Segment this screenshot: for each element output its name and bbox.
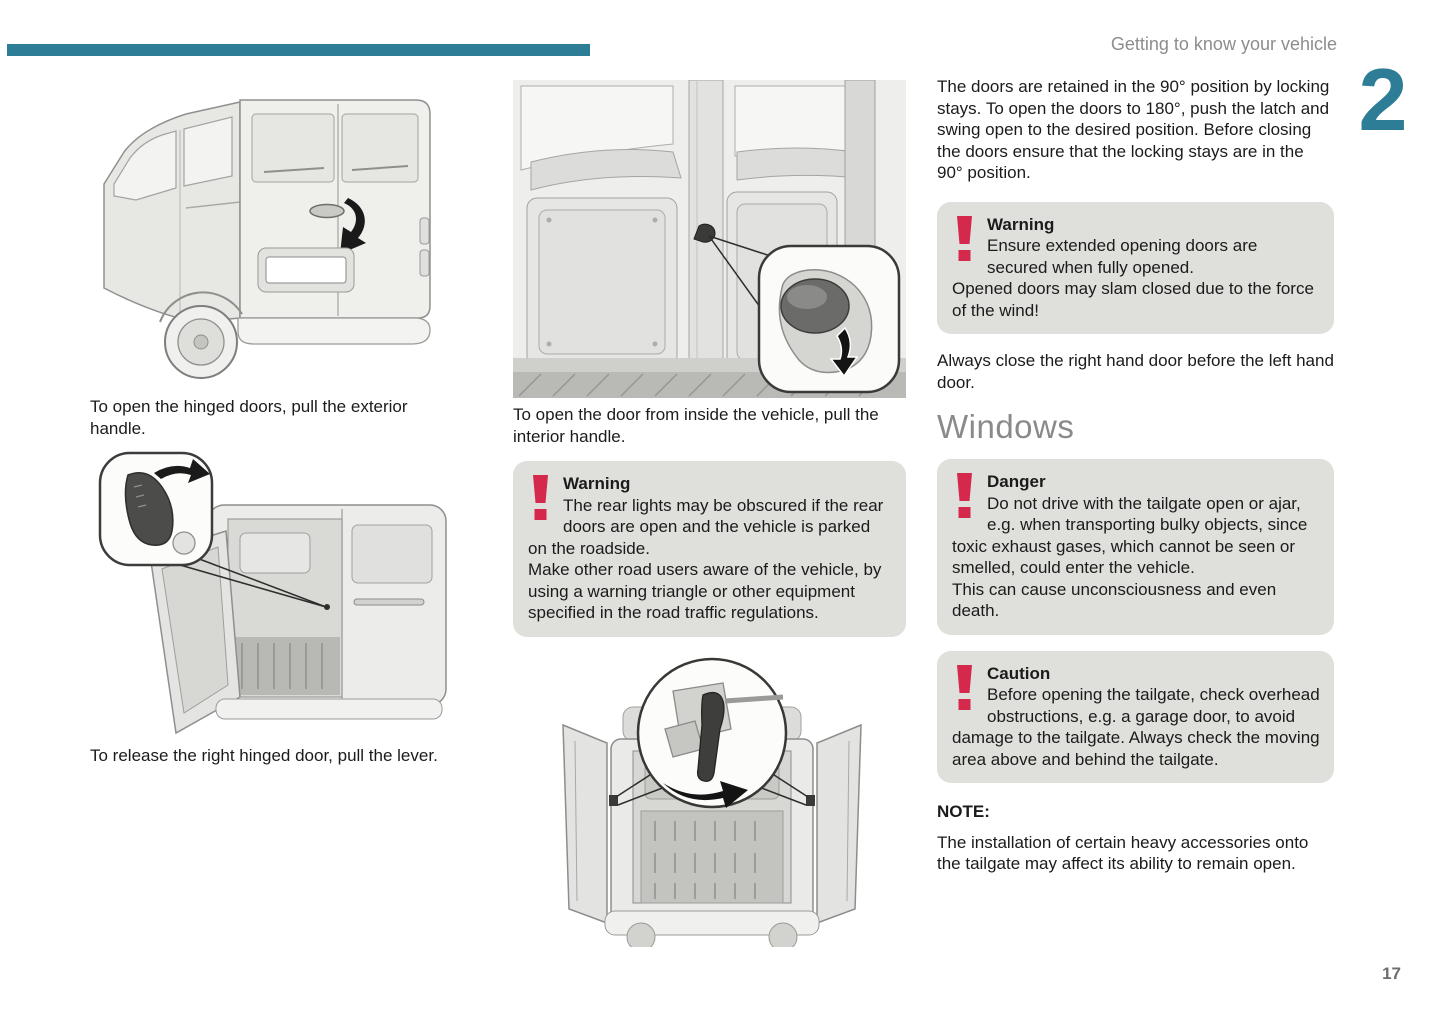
note-text: The installation of certain heavy access… (937, 832, 1309, 874)
alert-text: Do not drive with the tailgate open or a… (952, 493, 1308, 578)
release-lever (124, 472, 174, 546)
locking-stay-callout (636, 657, 788, 808)
alert-text: Opened doors may slam closed due to the … (952, 279, 1314, 320)
interior-handle-callout (757, 244, 901, 394)
alert-text: Ensure extended opening doors are secure… (987, 236, 1258, 277)
locking-stays-illustration (562, 657, 862, 947)
warning-box-rear-lights: Warning The rear lights may be obscured … (513, 461, 906, 637)
alert-text: This can cause unconsciousness and even … (952, 579, 1277, 621)
alert-title: Caution (987, 663, 1051, 683)
lever-direction-arrow-icon (154, 459, 210, 483)
caution-exclamation-icon (957, 664, 972, 710)
locking-stay-latch (696, 691, 725, 782)
page-number: 17 (1382, 964, 1401, 983)
windows-section-heading: Windows (937, 408, 1075, 445)
release-lever-callout (98, 451, 214, 567)
alert-title: Danger (987, 472, 1046, 492)
interior-handle-illustration (513, 80, 906, 398)
caution-box-tailgate: Caution Before opening the tailgate, che… (937, 650, 1334, 784)
warning-exclamation-icon (957, 215, 972, 261)
right-locking-stay (806, 794, 815, 806)
warning-exclamation-icon (533, 475, 548, 520)
alert-text: The rear lights may be obscured if the r… (528, 495, 884, 558)
middle-column: To open the door from inside the vehicle… (513, 80, 906, 947)
interior-handle-figure (513, 80, 906, 398)
running-header: Getting to know your vehicle (1110, 34, 1337, 54)
caption-exterior-handle: To open the hinged doors, pull the exter… (90, 397, 408, 438)
alert-text: Make other road users aware of the vehic… (528, 560, 882, 622)
left-locking-stay (609, 794, 618, 806)
note-label: NOTE: (937, 802, 990, 822)
chapter-number: 2 (1358, 50, 1408, 149)
closing-order-paragraph: Always close the right hand door before … (937, 351, 1334, 392)
van-rear-exterior-illustration (103, 99, 431, 379)
alert-title: Warning (563, 474, 631, 493)
van-rear-exterior-figure (90, 80, 462, 390)
stay-release-arrow-icon (663, 780, 748, 808)
danger-exclamation-icon (957, 473, 972, 519)
right-column: The doors are retained in the 90° positi… (937, 76, 1334, 875)
left-column: To open the hinged doors, pull the exter… (90, 80, 462, 767)
alert-title: Warning (987, 214, 1055, 234)
locking-stays-figure (553, 645, 906, 947)
accent-bar (7, 44, 590, 56)
hinged-door-release-figure (90, 447, 462, 735)
danger-box-tailgate: Danger Do not drive with the tailgate op… (937, 459, 1334, 635)
caption-release-lever: To release the right hinged door, pull t… (90, 746, 438, 765)
alert-text: Before opening the tailgate, check overh… (952, 685, 1320, 769)
warning-box-extended-doors: Warning Ensure extended opening doors ar… (937, 201, 1334, 334)
caption-interior-handle: To open the door from inside the vehicle… (513, 405, 879, 446)
exterior-door-handle (309, 203, 345, 219)
hinged-door-release-illustration (98, 451, 447, 735)
doors-intro-paragraph: The doors are retained in the 90° positi… (937, 77, 1330, 182)
pull-direction-arrow-icon (340, 198, 366, 254)
interior-handle-arrow-icon (829, 326, 859, 378)
